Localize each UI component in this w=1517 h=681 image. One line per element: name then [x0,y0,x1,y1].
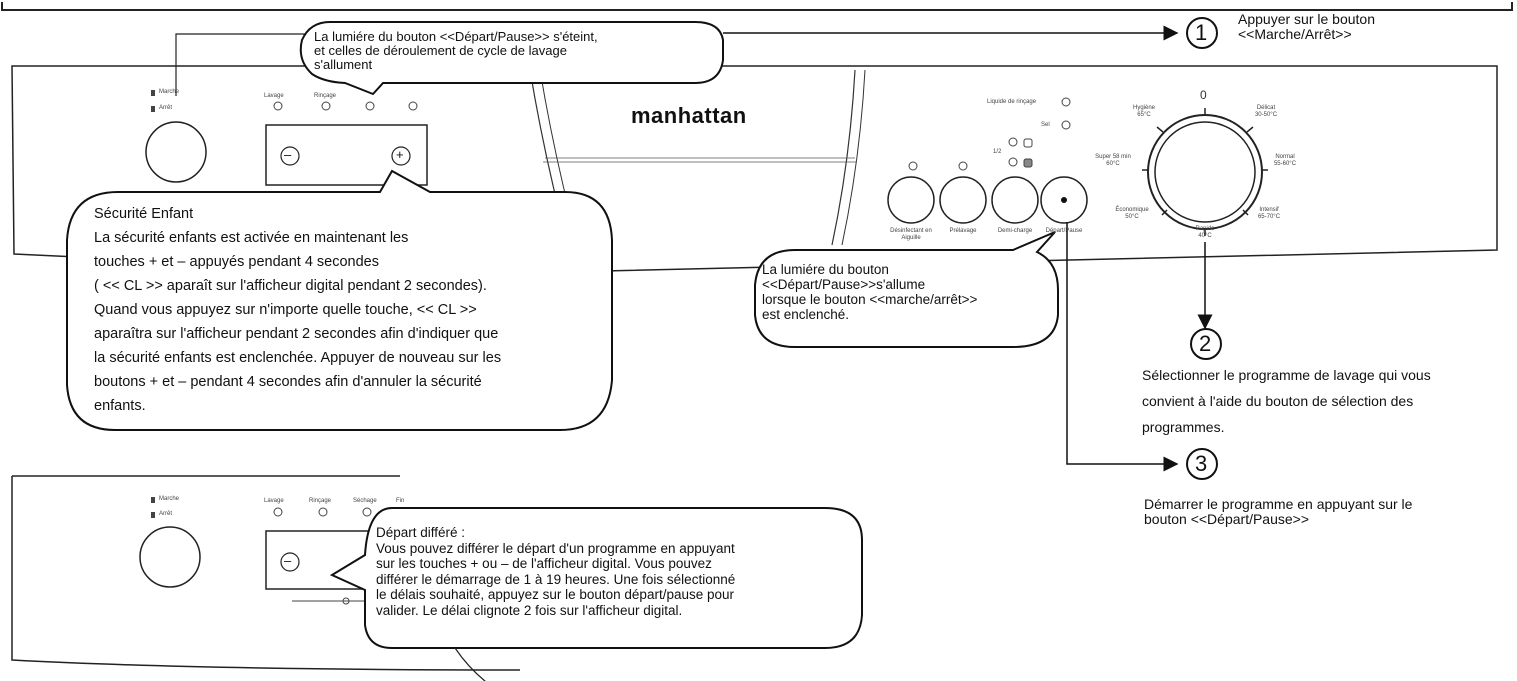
power-on-label-bottom: Marche [159,496,180,502]
callout-bubble-top [299,21,724,96]
dial-label-eco: Économique 50°C [1115,207,1149,220]
step-3-circle [1186,448,1218,480]
salt-label: Sel [1041,122,1050,128]
callout-top-light-text: La lumiére du bouton <<Départ/Pause>> s'… [314,29,598,72]
step-1-number: 1 [1195,20,1208,45]
callout-bubble-delay [329,507,863,649]
control-panel-bottom [11,475,521,671]
minus-button-top [280,146,300,166]
callout-delay-text: Départ différé : Vous pouvez différer le… [376,525,736,618]
button-label-disinfect: Désinfectant en Aiguille [890,228,932,241]
start-pause-button [1040,176,1088,224]
prewash-button [939,176,987,224]
half-load-button [991,176,1039,224]
dial-label-hygiene: Hygiène 65°C [1132,105,1155,118]
power-on-label: Marche [159,89,180,95]
button-label-half-load: Demi-charge [997,228,1033,234]
dial-label-normal: Normal 55-60°C [1273,154,1297,167]
power-off-label-bottom: Arrêt [159,511,173,517]
step-2-circle [1190,328,1222,360]
step-3-text: Démarrer le programme en appuyant sur le… [1144,496,1413,527]
plus-button-top [391,146,411,166]
step-1-text: Appuyer sur le bouton <<Marche/Arrêt>> [1238,11,1375,42]
callout-bubble-start-light [754,231,1059,348]
cycle-light-label-rinse-bottom: Rinçage [309,498,332,504]
minus-sign-top: – [284,147,292,162]
dial-label-rapid: Rapide 40°C [1195,226,1215,239]
plus-sign-top: + [396,147,404,162]
cycle-light-label-end-bottom: Fin [396,498,405,504]
panel-curve-right-2 [841,69,866,246]
child-lock-body: La sécurité enfants est activée en maint… [94,230,502,414]
cycle-light-label-dry-bottom: Séchage [353,498,377,504]
panel-curve-right [831,69,856,246]
power-knob-bottom [139,526,201,588]
step-2-text: Sélectionner le programme de lavage qui … [1142,367,1431,435]
cycle-light-label-rinse: Rinçage [314,93,337,99]
step-3-number: 3 [1195,451,1208,476]
minus-sign-bottom: – [284,553,292,568]
half-load-label: 1/2 [993,149,1002,155]
button-label-start-pause: Départ/Pause [1045,228,1083,234]
dial-zero-label: 0 [1200,88,1207,102]
callout-start-light-text: La lumiére du bouton <<Départ/Pause>>s'a… [762,262,978,322]
cycle-light-label-wash: Lavage [264,93,284,99]
minus-button-bottom [280,552,300,572]
power-knob-top [145,121,207,183]
dial-label-intensive: Intensif 65-70°C [1257,207,1281,220]
callout-bubble-child-lock [66,169,613,431]
dial-label-delicate: Délicat 30-50°C [1254,105,1278,118]
rinse-aid-label: Liquide de rinçage [987,99,1037,105]
power-off-label: Arrêt [159,105,173,111]
step-1-circle [1186,17,1218,49]
page-frame [1,2,1513,11]
step-2-number: 2 [1199,331,1212,356]
disinfect-button [887,176,935,224]
dial-label-super58: Super 58 min 60°C [1095,154,1131,167]
cycle-light-label-wash-bottom: Lavage [264,498,284,504]
child-lock-title: Sécurité Enfant [94,206,194,222]
button-label-prewash: Prélavage [949,228,977,234]
brand-logo: manhattan [631,103,747,128]
